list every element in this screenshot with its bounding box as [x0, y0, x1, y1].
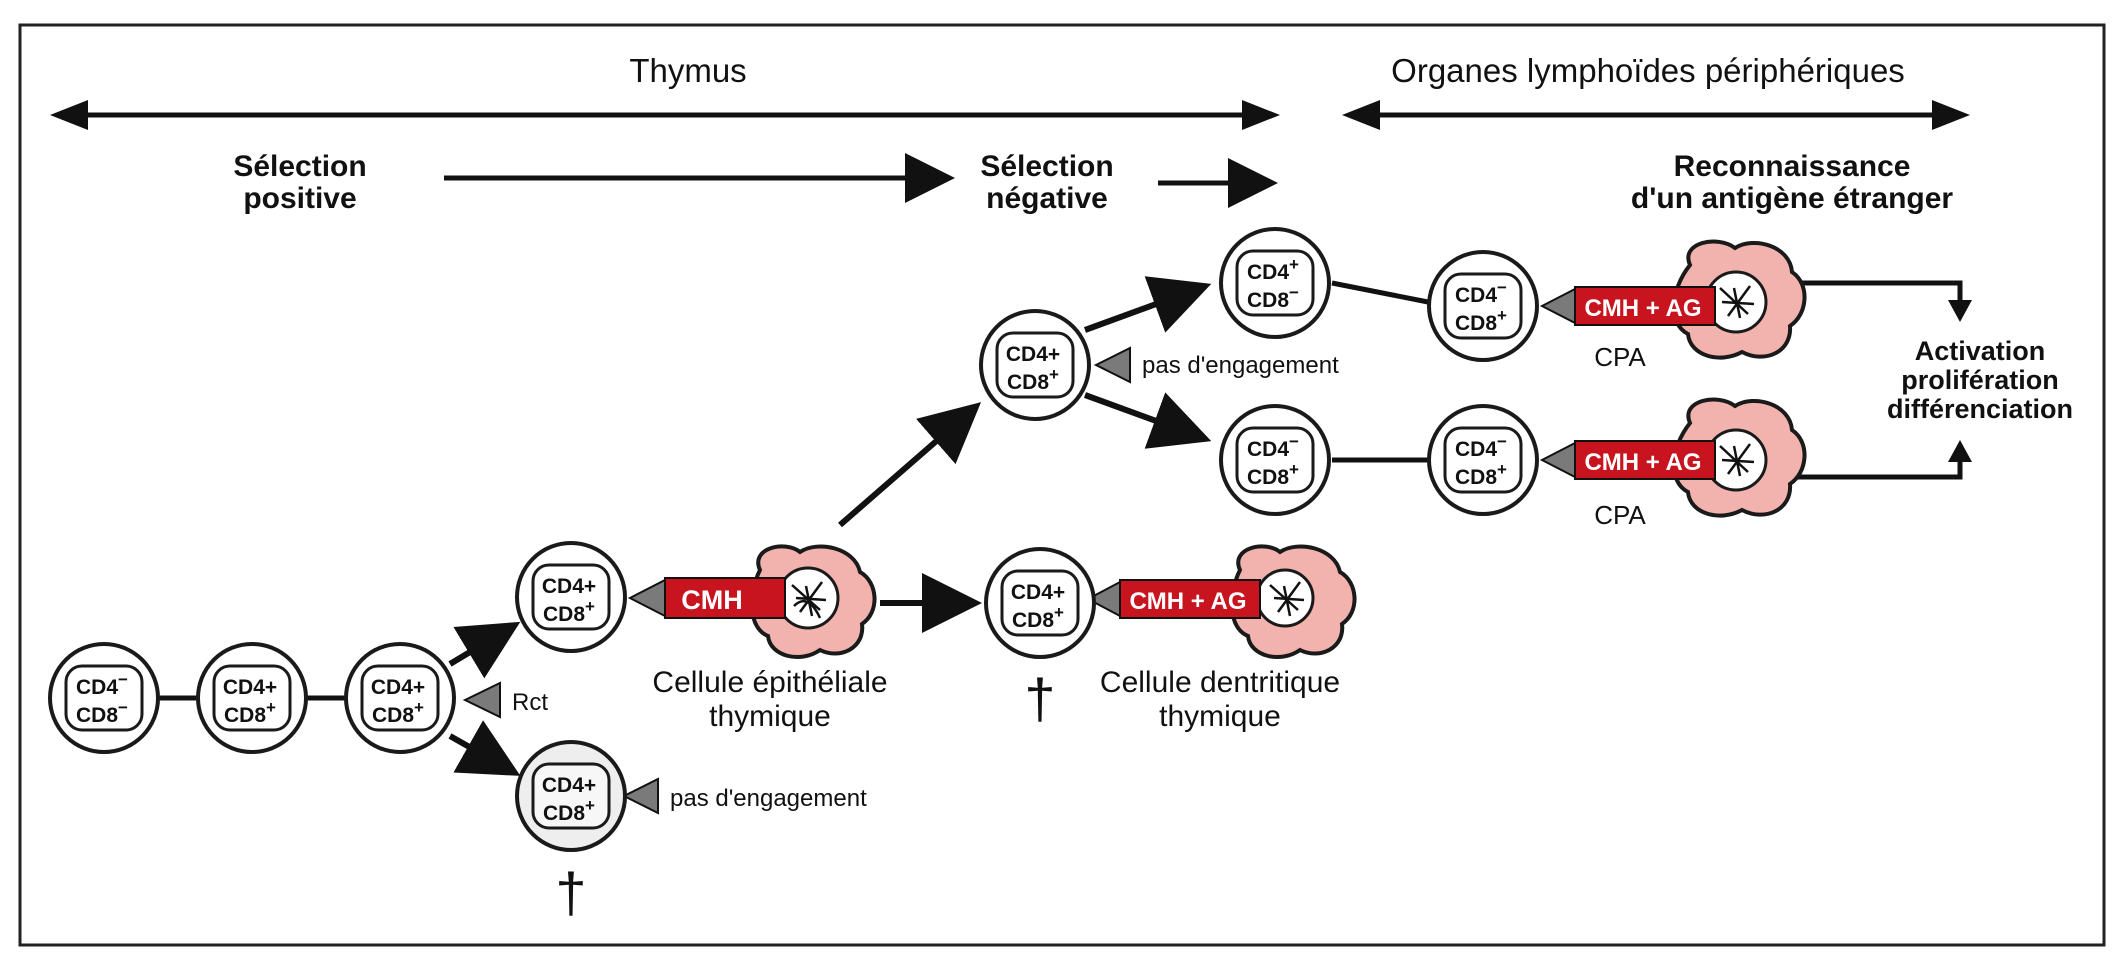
no-engagement-label-2: pas d'engagement: [1142, 352, 1339, 379]
lower-outcome-arrow: [1780, 440, 1972, 480]
arrow-c7-c8: [1083, 276, 1212, 333]
t-cell-c7: CD4+CD8+: [979, 309, 1091, 421]
t-cell-c10: CD4−CD8+: [1427, 250, 1539, 362]
t-cell-c5: CD4+CD8+: [515, 740, 627, 852]
upper-outcome-arrow: [1780, 280, 1972, 322]
arrow-c7-c9: [1083, 392, 1212, 449]
mhc-bar-epithelial: [627, 577, 786, 619]
cd4-marker: CD4+: [1006, 343, 1060, 366]
t-cell-c8: CD4+CD8−: [1219, 227, 1331, 339]
mhc-ag-label-dendritic: CMH + AG: [1129, 588, 1246, 615]
thymus-header: Thymus: [629, 52, 746, 89]
mhc-ag-label-lower: CMH + AG: [1584, 449, 1701, 476]
cd4-marker: CD4+: [223, 676, 277, 699]
t-cell-c4: CD4+CD8+: [515, 541, 627, 653]
cpa-label-upper: CPA: [1594, 342, 1646, 372]
cd4-marker: CD4+: [1011, 581, 1065, 604]
arrow-c3-c4: [448, 621, 521, 679]
t-cell-c6: CD4+CD8+: [984, 547, 1096, 659]
outcome-proliferation: prolifération: [1901, 365, 2059, 395]
epithelial-label-2: thymique: [709, 700, 831, 733]
connector-c8-c10: [1331, 280, 1429, 305]
t-cell-c3: CD4+CD8+: [344, 642, 456, 754]
death-cross-2: †: [1024, 667, 1055, 730]
t-cell-c11: CD4−CD8+: [1427, 404, 1539, 516]
cpa-label-lower: CPA: [1594, 500, 1646, 530]
mhc-bar-upper: [1539, 286, 1716, 326]
dendritic-label-1: Cellule dentritique: [1100, 666, 1340, 699]
dendritic-label-2: thymique: [1159, 700, 1281, 733]
death-cross-1: †: [555, 861, 586, 924]
dendritic-cell: [1229, 544, 1357, 660]
positive-selection-label-1: Sélection: [233, 150, 366, 183]
no-engagement-label-1: pas d'engagement: [670, 785, 867, 812]
no-engagement-triangle-2: [1093, 346, 1131, 384]
rct-triangle: [462, 681, 501, 719]
thymus-range: [50, 100, 1280, 130]
negative-selection-label-2: négative: [986, 182, 1108, 215]
arrow-epithelial-to-c7: [838, 402, 982, 528]
cd4-marker: CD4+: [371, 676, 425, 699]
mhc-label-epithelial: CMH: [681, 585, 743, 615]
positive-selection-label-2: positive: [243, 182, 356, 215]
arrow-c3-c5: [448, 720, 521, 776]
apc-cell-lower: [1672, 397, 1807, 518]
t-cell-c9: CD4−CD8+: [1219, 404, 1331, 516]
t-cell-c2: CD4+CD8+: [196, 642, 308, 754]
recognition-label-2: d'un antigène étranger: [1631, 182, 1954, 215]
apc-cell-upper: [1672, 239, 1807, 360]
mhc-bar-lower: [1539, 440, 1716, 480]
outcome-activation: Activation: [1915, 336, 2046, 366]
outcome-differentiation: différenciation: [1887, 394, 2073, 424]
epithelial-cell: [749, 544, 877, 660]
cd4-marker: CD4+: [542, 575, 596, 598]
negative-selection-label-1: Sélection: [980, 150, 1113, 183]
peripheral-header: Organes lymphoïdes périphériques: [1391, 52, 1905, 89]
recognition-label-1: Reconnaissance: [1674, 150, 1911, 183]
mhc-bar-dendritic: [1085, 579, 1261, 619]
mhc-ag-label-upper: CMH + AG: [1584, 295, 1701, 322]
cd4-marker: CD4+: [542, 774, 596, 797]
rct-label: Rct: [512, 689, 548, 716]
epithelial-label-1: Cellule épithéliale: [652, 666, 887, 699]
t-cell-c1: CD4−CD8−: [48, 642, 160, 754]
peripheral-range: [1342, 100, 1970, 130]
no-engagement-triangle-1: [621, 777, 659, 815]
